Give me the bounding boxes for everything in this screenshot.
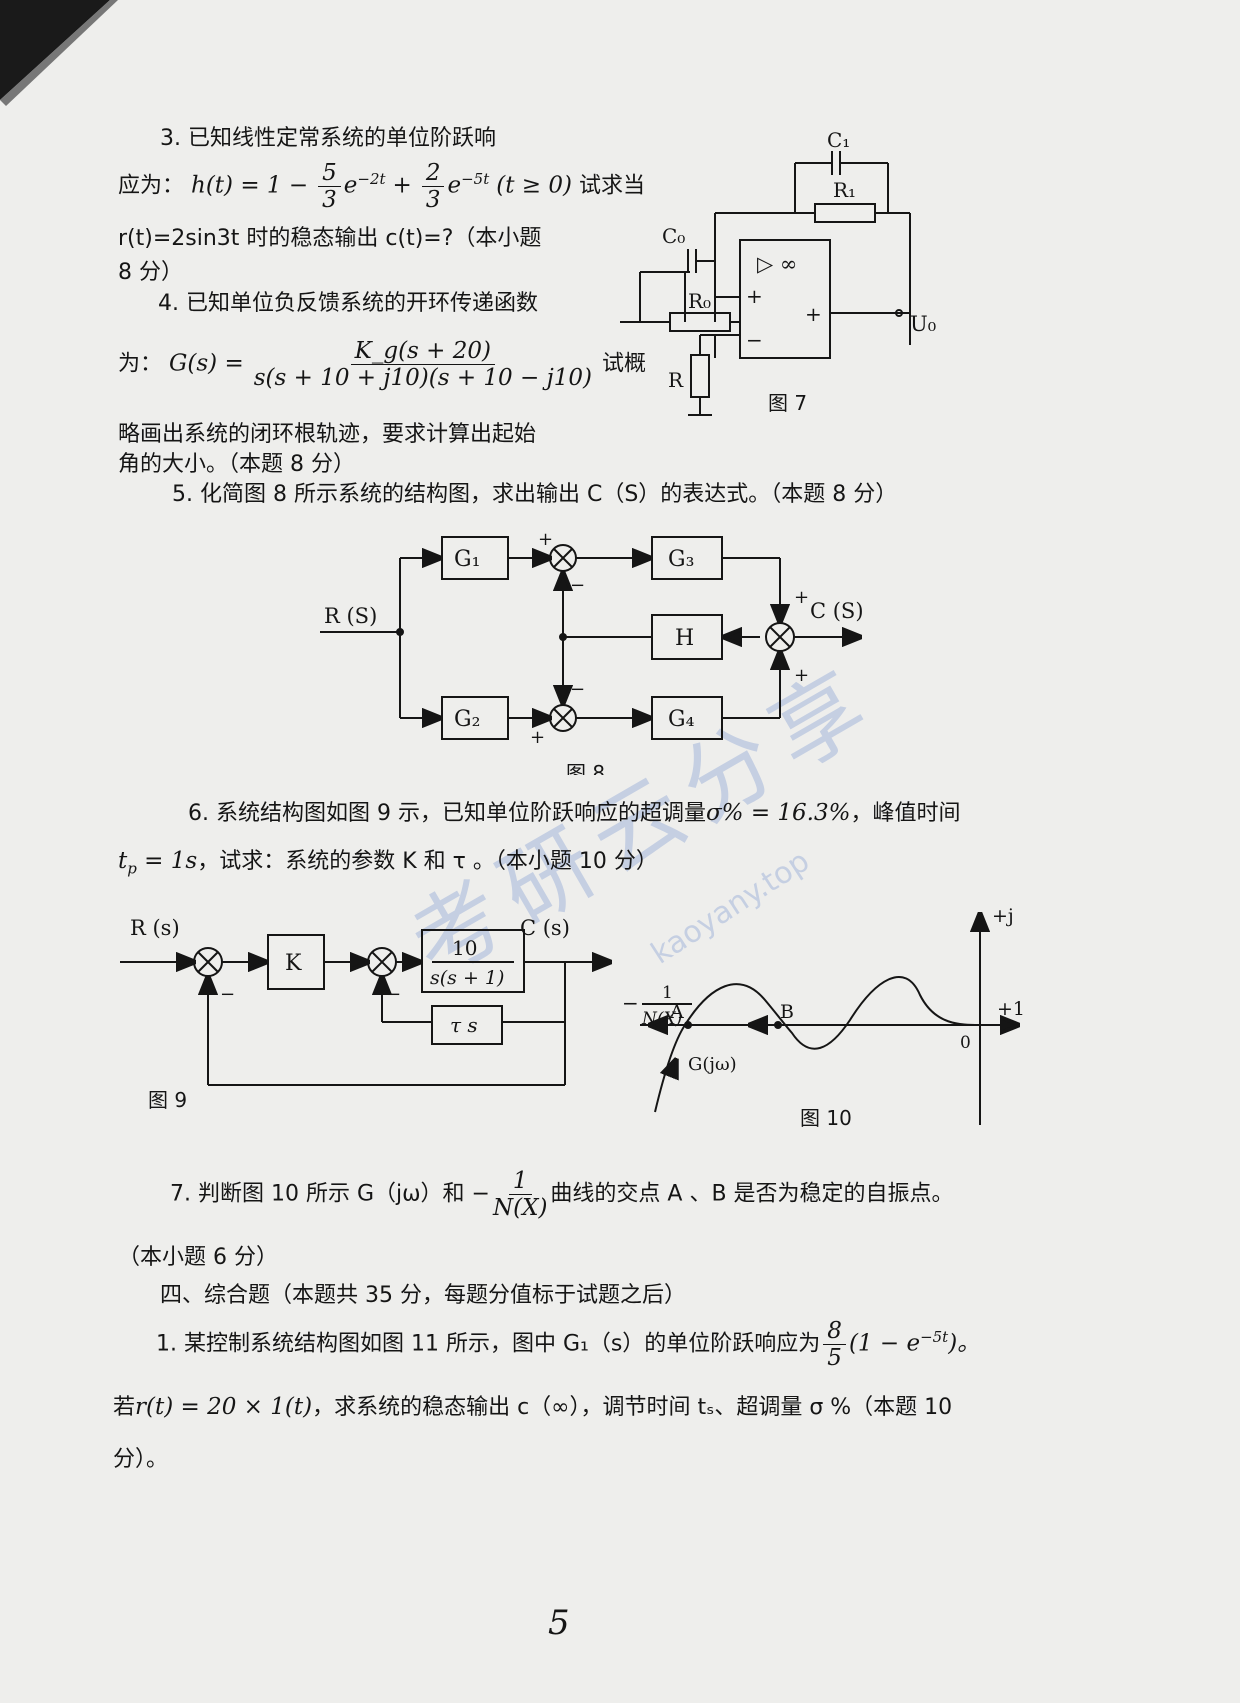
real-axis-label: +1 xyxy=(997,998,1025,1020)
svg-text:−: − xyxy=(746,328,763,352)
svg-text:+: + xyxy=(794,587,809,608)
q6-sigma: σ% = 16.3% xyxy=(705,800,851,826)
fig8-caption: 图 8 xyxy=(566,761,605,775)
q6-line1: 6. 系统结构图如图 9 示，已知单位阶跃响应的超调量σ% = 16.3%，峰值… xyxy=(188,800,961,826)
p1-line2: 若r(t) = 20 × 1(t)，求系统的稳态输出 c（∞），调节时间 tₛ、… xyxy=(113,1394,953,1420)
q7-line2: （本小题 6 分） xyxy=(118,1245,278,1270)
section-4-title: 四、综合题（本题共 35 分，每题分值标于试题之后） xyxy=(160,1283,686,1308)
fig8-input-label: R (S) xyxy=(324,604,377,628)
origin-label: 0 xyxy=(960,1033,971,1053)
fig10-caption: 图 10 xyxy=(800,1106,852,1130)
q5-text: 5. 化简图 8 所示系统的结构图，求出输出 C（S）的表达式。（本题 8 分） xyxy=(172,482,898,507)
q3-h-lhs: h(t) = 1 − xyxy=(191,172,309,199)
q6-line2: tp = 1s，试求：系统的参数 K 和 τ 。（本小题 10 分） xyxy=(118,848,658,878)
fig7-caption: 图 7 xyxy=(768,391,807,415)
c0-label: C₀ xyxy=(662,224,685,248)
q4-fraction: K_g(s + 20)s(s + 10 + j10)(s + 10 − j10) xyxy=(253,338,592,391)
nx-num: 1 xyxy=(662,983,673,1003)
opamp-symbol: ▷ ∞ xyxy=(757,252,797,276)
k-block: K xyxy=(285,951,302,976)
svg-text:−: − xyxy=(386,984,401,1005)
g2-block: G₂ xyxy=(454,707,480,732)
r1-label: R₁ xyxy=(833,178,856,202)
tau-s-block: τ s xyxy=(450,1013,478,1037)
c1-label: C₁ xyxy=(827,128,850,152)
tf-numerator: 10 xyxy=(452,936,477,960)
svg-text:−: − xyxy=(220,984,235,1005)
point-b: B xyxy=(780,1001,794,1023)
figure-8-block-diagram: R (S) G₁ G₂ + + − − G₃ G₄ H xyxy=(320,529,864,775)
figure-9-block-diagram: R (s) − K − 10 s(s + 1) C (s) τ s 图 9 xyxy=(120,916,620,1112)
q3-line3: r(t)=2sin3t 时的稳态输出 c(t)=?（本小题 xyxy=(118,226,542,251)
q4-line2: 为： G(s) = K_g(s + 20)s(s + 10 + j10)(s +… xyxy=(118,338,646,391)
svg-text:−: − xyxy=(570,575,585,596)
page-number: 5 xyxy=(548,1603,570,1643)
corner-fold-shadow xyxy=(0,0,118,106)
svg-text:−: − xyxy=(622,991,639,1015)
svg-text:+: + xyxy=(746,284,763,308)
q4-line3: 略画出系统的闭环根轨迹，要求计算出起始 xyxy=(118,422,537,447)
g4-block: G₄ xyxy=(668,707,695,732)
fig9-output-label: C (s) xyxy=(520,916,570,940)
gjw-label: G(jω) xyxy=(688,1054,737,1075)
point-a: A xyxy=(669,1001,684,1023)
fig9-caption: 图 9 xyxy=(148,1088,187,1112)
figure-10-describing-function-plot: +j +1 0 − 1 N(X) A B G(jω) 图 10 xyxy=(622,905,1025,1130)
q3-line4: 8 分） xyxy=(118,260,183,285)
r-label: R xyxy=(668,368,684,392)
svg-text:+: + xyxy=(805,302,822,326)
q4-line4: 角的大小。（本题 8 分） xyxy=(118,452,355,477)
g3-block: G₃ xyxy=(668,547,694,572)
figure-7-opamp-circuit: C₁ R₁ C₀ R₀ ▷ ∞ + − + xyxy=(620,128,936,416)
p1-line3: 分）。 xyxy=(113,1447,169,1472)
h-block: H xyxy=(675,626,694,651)
svg-text:+: + xyxy=(538,529,553,550)
uo-label: U₀ xyxy=(910,312,936,336)
svg-text:+: + xyxy=(794,665,809,686)
fig9-input-label: R (s) xyxy=(130,916,180,940)
g1-block: G₁ xyxy=(454,547,480,572)
svg-text:+: + xyxy=(530,727,545,748)
q4-line1: 4. 已知单位负反馈系统的开环传递函数 xyxy=(158,291,538,316)
r0-label: R₀ xyxy=(688,289,711,313)
q3-prefix: 应为： xyxy=(118,173,185,199)
fig8-output-label: C (S) xyxy=(810,599,864,623)
q3-line1: 3. 已知线性定常系统的单位阶跃响 xyxy=(160,126,496,151)
tf-denominator: s(s + 1) xyxy=(430,967,504,989)
imag-axis-label: +j xyxy=(992,905,1014,927)
svg-text:−: − xyxy=(570,679,585,700)
